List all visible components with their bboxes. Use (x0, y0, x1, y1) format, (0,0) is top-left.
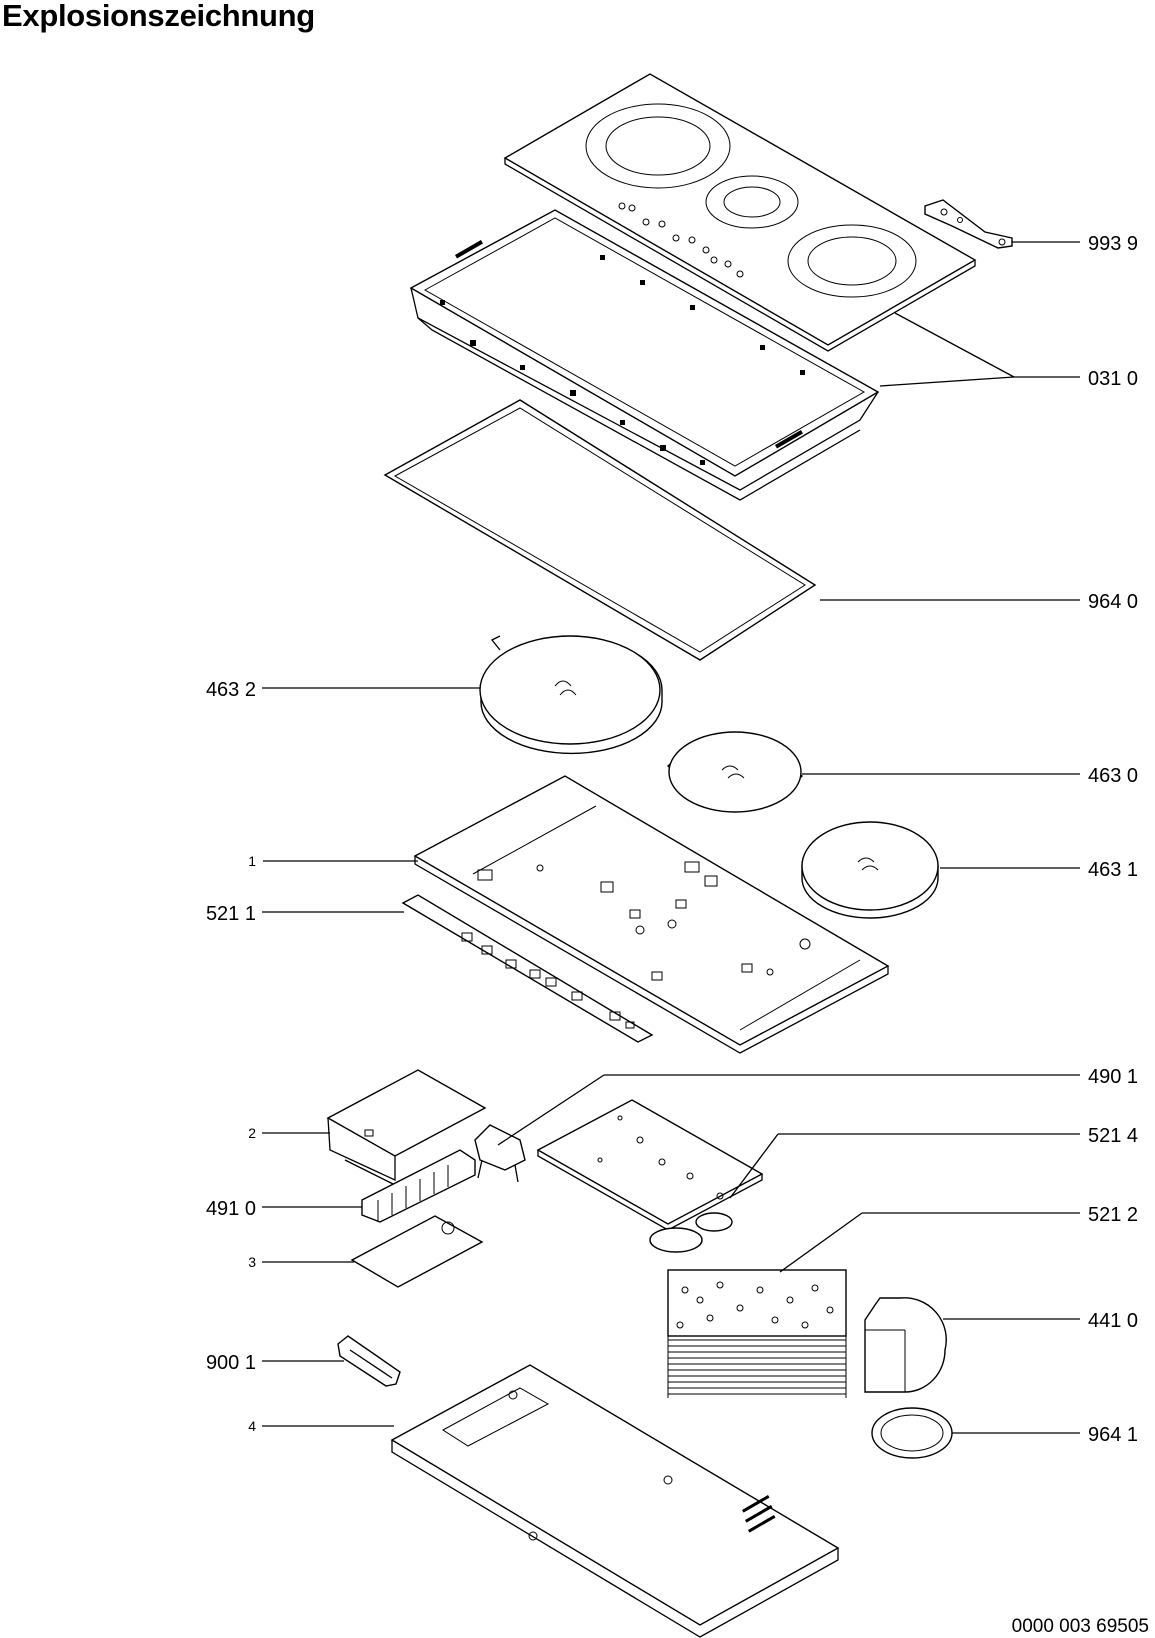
leader-lines (262, 241, 1080, 1434)
gasket (383, 399, 817, 661)
label-441-0: 441 0 (1088, 1310, 1138, 1332)
support-plate (413, 775, 890, 1054)
label-1: 1 (248, 853, 256, 869)
label-900-1: 900 1 (206, 1352, 256, 1374)
document-number: 0000 003 69505 (1011, 1616, 1149, 1637)
label-521-4: 521 4 (1088, 1125, 1138, 1147)
label-964-0: 964 0 (1088, 591, 1138, 613)
frame (409, 209, 880, 501)
label-993-9: 993 9 (1088, 233, 1138, 255)
page-title: Explosionszeichnung (2, 0, 315, 33)
top-bracket (924, 199, 1013, 249)
ceramic-glass-top (503, 73, 977, 352)
label-463-2: 463 2 (206, 679, 256, 701)
cover-plate (350, 1215, 484, 1288)
induction-coil-right (801, 821, 939, 919)
bottom-housing (390, 1364, 840, 1638)
cable-clamp (337, 1335, 401, 1387)
part-labels: 993 9 031 0 964 0 463 2 463 0 463 1 1 52… (206, 233, 1138, 1446)
label-491-0: 491 0 (206, 1198, 256, 1220)
control-board (401, 894, 654, 1043)
clip (474, 1124, 526, 1183)
heatsink-board (667, 1269, 847, 1398)
label-4: 4 (248, 1418, 256, 1434)
power-board (536, 1099, 764, 1253)
label-2: 2 (248, 1125, 256, 1141)
label-490-1: 490 1 (1088, 1066, 1138, 1088)
terminal-block (361, 1149, 476, 1223)
label-3: 3 (248, 1254, 256, 1270)
induction-coil-medium (666, 731, 804, 813)
induction-coil-large (479, 635, 663, 755)
label-463-0: 463 0 (1088, 765, 1138, 787)
label-463-1: 463 1 (1088, 859, 1138, 881)
label-964-1: 964 1 (1088, 1424, 1138, 1446)
label-521-1: 521 1 (206, 903, 256, 925)
label-521-2: 521 2 (1088, 1204, 1138, 1226)
fan-ring (871, 1407, 953, 1459)
label-031-0: 031 0 (1088, 368, 1138, 390)
fan (864, 1297, 947, 1393)
